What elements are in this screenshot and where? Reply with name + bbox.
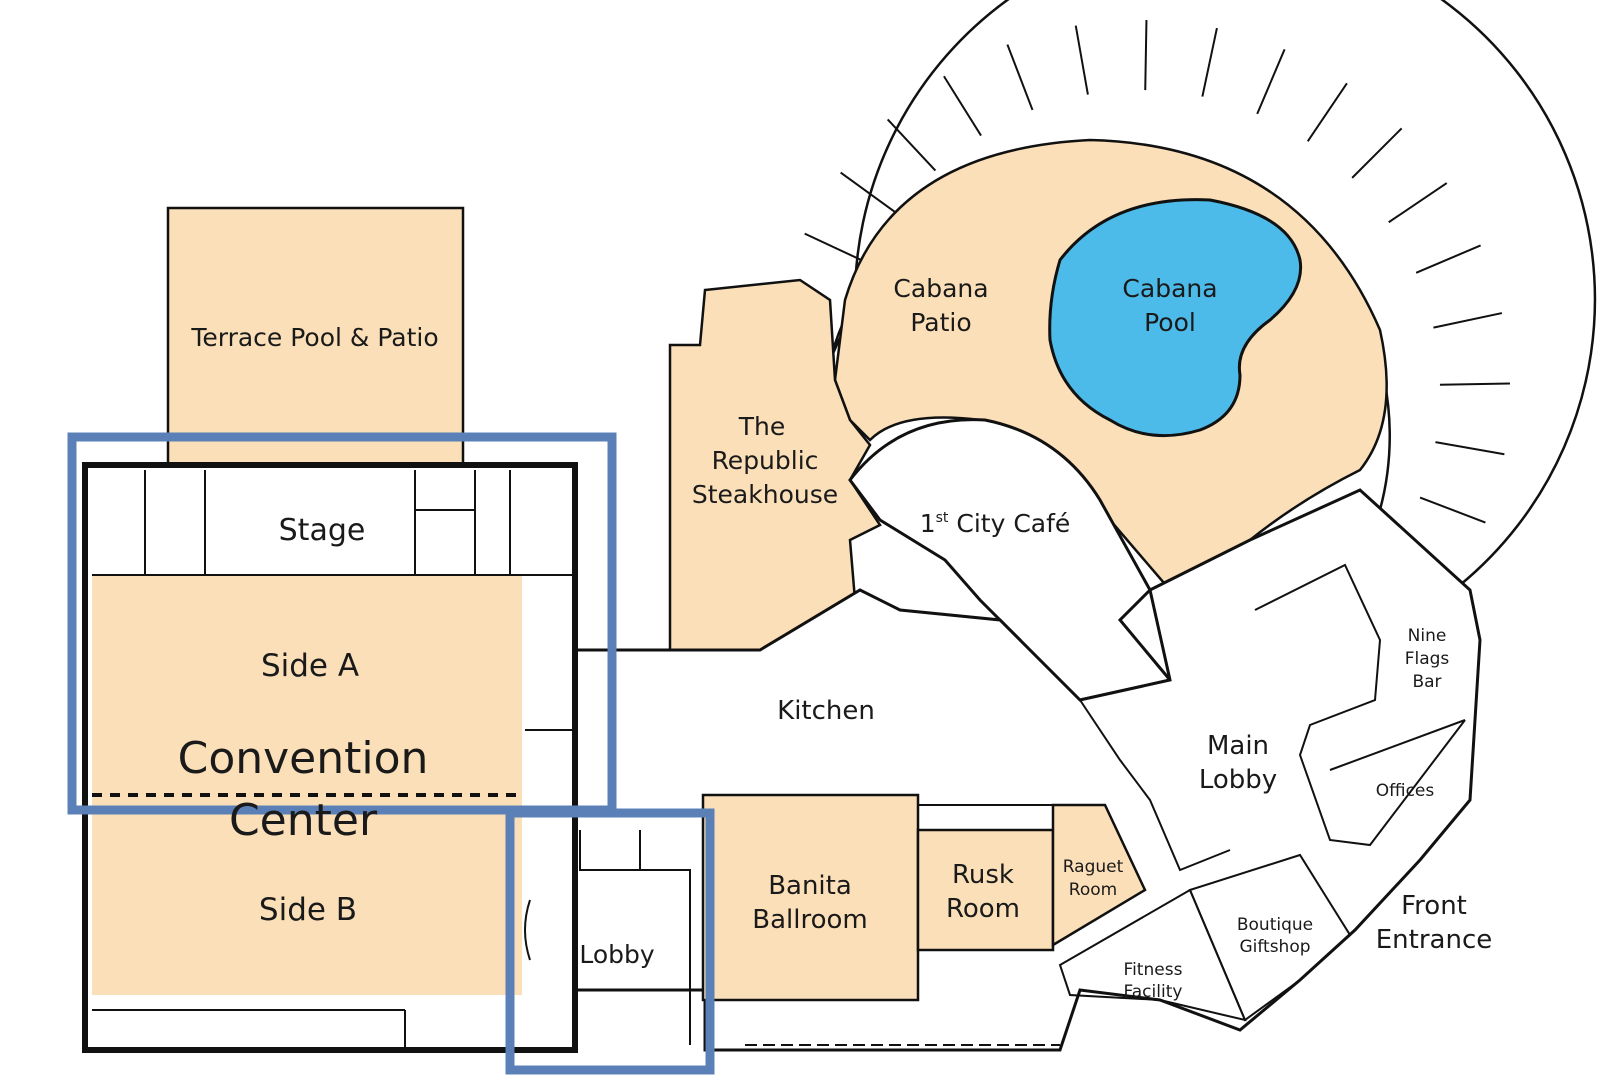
label-steakhouse-2: Republic	[712, 446, 819, 475]
label-cabana-patio-2: Patio	[910, 308, 971, 337]
cabana-divider	[1419, 496, 1486, 524]
cabana-ring	[804, 0, 1597, 587]
offices-divider	[1329, 719, 1466, 771]
terrace-pool-patio-area	[166, 206, 465, 470]
stage-walls	[92, 470, 575, 576]
label-convention: Convention	[178, 733, 429, 784]
label-stage: Stage	[279, 513, 366, 548]
cabana-divider	[804, 232, 869, 265]
nine-flags-bar-area	[1254, 563, 1466, 847]
label-boutique-2: Giftshop	[1239, 937, 1310, 957]
label-fitness-1: Fitness	[1124, 960, 1183, 980]
label-cabana-patio-1: Cabana	[893, 274, 988, 303]
label-main-lobby-1: Main	[1207, 731, 1269, 761]
label-cabana-pool-2: Pool	[1144, 308, 1196, 337]
label-rusk-2: Room	[946, 894, 1020, 924]
label-offices: Offices	[1376, 781, 1435, 801]
label-side-b: Side B	[259, 892, 357, 928]
label-banita-2: Ballroom	[752, 905, 867, 935]
label-terrace-pool-patio: Terrace Pool & Patio	[190, 323, 438, 352]
label-city-cafe-sup: st	[936, 510, 949, 526]
cabana-divider	[1415, 244, 1481, 274]
cabana-divider	[1144, 20, 1148, 91]
rusk-top-wall	[918, 804, 1054, 830]
label-front-entrance-1: Front	[1401, 891, 1467, 921]
highlight-box-lobby	[505, 808, 715, 1075]
label-city-cafe-name: City Café	[948, 509, 1070, 538]
label-raguet-2: Room	[1069, 880, 1117, 900]
label-fitness-2: Facility	[1124, 982, 1183, 1002]
cabana-divider	[1435, 441, 1505, 456]
banita-ballroom-area	[701, 793, 920, 1002]
label-steakhouse-3: Steakhouse	[692, 480, 838, 509]
label-rusk-1: Rusk	[952, 860, 1014, 890]
west-lobby-walls	[524, 729, 691, 1045]
side-b-area	[92, 795, 522, 995]
label-kitchen: Kitchen	[777, 696, 875, 726]
label-west-lobby: Lobby	[579, 940, 655, 969]
cabana-divider	[1433, 312, 1503, 329]
label-cabana-pool-1: Cabana	[1122, 274, 1217, 303]
cabana-divider	[1256, 49, 1286, 115]
label-steakhouse-1: The	[738, 412, 786, 441]
cabana-divider	[1351, 127, 1403, 179]
label-main-lobby-2: Lobby	[1199, 765, 1277, 795]
cabana-divider	[840, 171, 898, 215]
raguet-room-area	[1051, 803, 1147, 948]
label-nine-flags-2: Flags	[1405, 649, 1450, 669]
label-side-a: Side A	[261, 648, 359, 684]
label-nine-flags-3: Bar	[1412, 672, 1441, 692]
cabana-divider	[1074, 25, 1089, 95]
cabana-divider	[1439, 382, 1510, 386]
label-nine-flags-1: Nine	[1408, 626, 1447, 646]
cabana-divider	[943, 75, 982, 137]
cabana-divider	[1388, 182, 1448, 224]
label-center: Center	[229, 795, 378, 846]
label-city-cafe-number: 1	[920, 509, 936, 538]
highlight-box-convention	[67, 432, 617, 815]
cabana-divider	[886, 118, 937, 172]
rusk-room-area	[916, 828, 1055, 952]
label-banita-1: Banita	[768, 871, 852, 901]
cabana-divider	[1006, 44, 1034, 111]
lobby-inner-wall	[1079, 699, 1231, 872]
side-a-area	[92, 575, 522, 795]
label-city-cafe: 1st City Café	[920, 509, 1071, 538]
cabana-divider	[1306, 82, 1348, 142]
convention-bottom-corridor	[92, 1009, 406, 1050]
label-front-entrance-2: Entrance	[1376, 925, 1493, 955]
cabana-divider	[1201, 27, 1218, 97]
label-raguet-1: Raguet	[1063, 857, 1124, 877]
label-boutique-1: Boutique	[1237, 915, 1313, 935]
fitness-area	[1058, 888, 1247, 1022]
cabana-pool	[1048, 198, 1303, 438]
